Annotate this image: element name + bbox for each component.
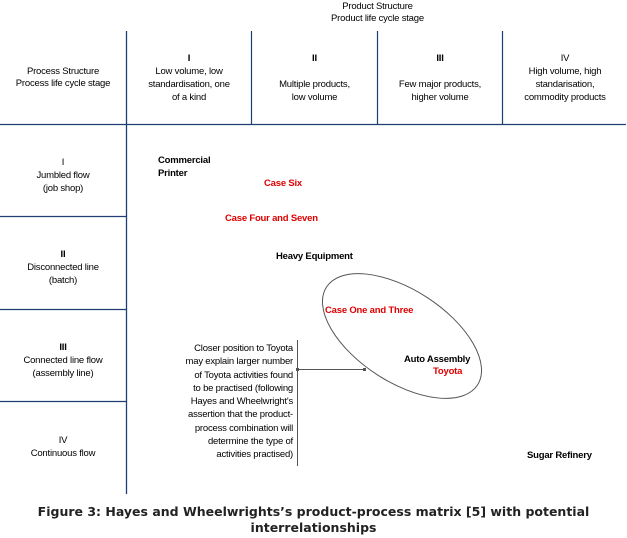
annotation-line: may explain larger number xyxy=(185,356,294,368)
column-desc: of a kind xyxy=(171,92,207,103)
column-desc: higher volume xyxy=(411,92,469,103)
column-desc: standardisation, one xyxy=(148,79,230,90)
annotation-line: assertion that the product- xyxy=(188,409,293,421)
caption-line-1: Figure 3: Hayes and Wheelwrights’s produ… xyxy=(37,504,590,519)
annotation-note: Closer position to Toyota may explain la… xyxy=(140,342,294,462)
label-line: Commercial xyxy=(158,155,211,166)
figure-caption: Figure 3: Hayes and Wheelwrights’s produ… xyxy=(0,504,627,536)
column-desc: Low volume, low xyxy=(155,66,223,77)
row-header-3: III Connected line flow (assembly line) xyxy=(0,341,126,380)
label-case-four-seven: Case Four and Seven xyxy=(225,213,318,224)
annotation-line: determine the type of xyxy=(207,436,293,448)
column-numeral: III xyxy=(436,53,444,64)
row-desc: Disconnected line xyxy=(27,262,99,273)
grouping-ellipse xyxy=(321,273,483,399)
connector-dot-end xyxy=(363,368,366,371)
column-desc: standarisation, xyxy=(535,79,595,90)
row-desc: (batch) xyxy=(48,275,78,286)
annotation-line: Hayes and Wheelwright's xyxy=(190,396,293,408)
row-header-4: IV Continuous flow xyxy=(0,434,126,460)
product-axis-title: Product Structure xyxy=(342,1,413,12)
caption-line-2: interrelationships xyxy=(250,520,377,535)
column-numeral: IV xyxy=(560,53,570,64)
row-desc: (job shop) xyxy=(42,183,84,194)
process-axis-title: Process Structure xyxy=(26,66,100,77)
label-case-six: Case Six xyxy=(264,178,303,189)
column-header-4: IV High volume, high standarisation, com… xyxy=(503,52,627,104)
row-numeral: IV xyxy=(58,435,68,446)
annotation-line: activities practised) xyxy=(216,449,293,461)
column-header-3: III Few major products, higher volume xyxy=(378,52,502,104)
annotation-line: Closer position to Toyota xyxy=(194,343,293,354)
label-case-one-three: Case One and Three xyxy=(325,305,414,316)
column-desc: Multiple products, xyxy=(279,79,350,90)
annotation-line: to be practised (following xyxy=(193,382,293,394)
label-commercial-printer: Commercial Printer xyxy=(158,155,211,180)
product-axis-header: Product Structure Product life cycle sta… xyxy=(250,1,505,25)
label-sugar-refinery: Sugar Refinery xyxy=(527,450,592,461)
column-desc: commodity products xyxy=(524,92,606,103)
annotation-line: process combination will xyxy=(194,422,293,434)
column-numeral: II xyxy=(312,53,317,64)
column-desc: High volume, high xyxy=(528,66,602,77)
row-header-1: I Jumbled flow (job shop) xyxy=(0,156,126,195)
label-toyota: Toyota xyxy=(433,366,463,377)
column-desc: Few major products, xyxy=(398,79,482,90)
connector-dot-start xyxy=(296,368,299,371)
label-line: Printer xyxy=(158,167,188,179)
row-desc: (assembly line) xyxy=(32,368,94,379)
label-heavy-equipment: Heavy Equipment xyxy=(276,251,353,262)
row-header-2: II Disconnected line (batch) xyxy=(0,248,126,287)
product-axis-subtitle: Product life cycle stage xyxy=(331,13,424,24)
column-header-2: II Multiple products, low volume xyxy=(252,52,377,104)
label-auto-assembly: Auto Assembly xyxy=(404,354,471,365)
column-header-1: I Low volume, low standardisation, one o… xyxy=(127,52,251,104)
row-desc: Connected line flow xyxy=(23,355,103,366)
process-axis-subtitle: Process life cycle stage xyxy=(15,78,111,89)
row-desc: Jumbled flow xyxy=(36,170,90,181)
column-numeral: I xyxy=(187,53,191,64)
column-desc: low volume xyxy=(291,92,338,103)
row-desc: Continuous flow xyxy=(30,448,96,459)
row-numeral: II xyxy=(60,249,66,260)
row-numeral: III xyxy=(59,342,67,353)
annotation-line: of Toyota activities found xyxy=(194,369,293,381)
row-numeral: I xyxy=(61,157,65,168)
process-axis-header: Process Structure Process life cycle sta… xyxy=(0,66,126,90)
